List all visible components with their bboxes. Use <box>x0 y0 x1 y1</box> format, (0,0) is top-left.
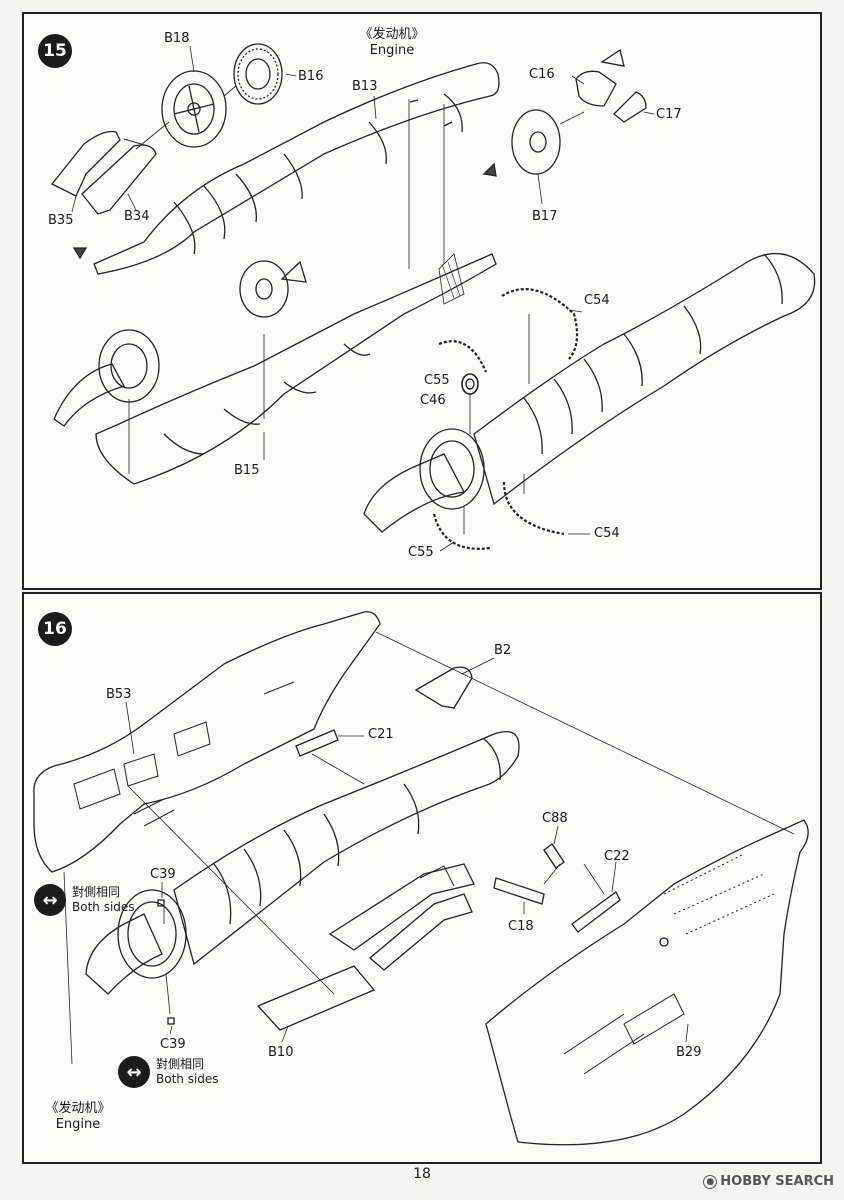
engine-mount <box>328 863 475 951</box>
part-c46 <box>461 373 479 395</box>
part-b53 <box>33 611 381 873</box>
label-c18: C18 <box>508 919 534 934</box>
label-b15: B15 <box>234 463 260 478</box>
part-c39-top <box>157 899 165 907</box>
double-arrow-icon: ↔ <box>34 884 66 916</box>
part-c17 <box>613 91 647 123</box>
both-sides-cn-bottom: 對側相同 <box>156 1057 205 1071</box>
label-b53: B53 <box>106 687 132 702</box>
label-c21: C21 <box>368 727 394 742</box>
part-c54-top <box>501 288 579 360</box>
engine-label-cn-16: 《发动机》 <box>45 1101 111 1116</box>
engine-nozzle-16 <box>85 913 163 995</box>
both-sides-note-top: ↔ 對側相同 Both sides <box>34 884 135 916</box>
label-b10: B10 <box>268 1045 294 1060</box>
page-number: 18 <box>413 1166 431 1182</box>
step-16-badge: 16 <box>38 612 72 646</box>
label-c46: C46 <box>420 393 446 408</box>
part-c88 <box>543 842 565 870</box>
part-c55-top <box>438 340 488 373</box>
both-sides-en-top: Both sides <box>72 900 135 914</box>
label-c88: C88 <box>542 811 568 826</box>
label-c39-top: C39 <box>150 867 176 882</box>
double-arrow-icon: ↔ <box>118 1056 150 1088</box>
watermark: ● HOBBY SEARCH <box>703 1174 834 1189</box>
step-15-illustration <box>50 43 816 552</box>
label-b34: B34 <box>124 209 150 224</box>
label-c16: C16 <box>529 67 555 82</box>
part-b29 <box>485 819 809 1146</box>
label-b18: B18 <box>164 31 190 46</box>
engine-title-cn: 《发动机》 <box>359 27 425 42</box>
label-b17: B17 <box>532 209 558 224</box>
part-c22 <box>571 891 621 933</box>
label-c54-bottom: C54 <box>594 526 620 541</box>
part-b2 <box>414 666 473 709</box>
label-c17: C17 <box>656 107 682 122</box>
both-sides-note-bottom: ↔ 對側相同 Both sides <box>118 1056 219 1088</box>
both-sides-cn-top: 對側相同 <box>72 885 121 899</box>
part-b13 <box>93 62 500 275</box>
part-c54-bottom <box>502 481 565 536</box>
part-b17 <box>511 109 561 175</box>
engine-body-16 <box>173 730 520 966</box>
label-c55-top: C55 <box>424 373 450 388</box>
part-b10 <box>256 965 376 1031</box>
watermark-text: HOBBY SEARCH <box>720 1174 834 1189</box>
label-b35: B35 <box>48 213 74 228</box>
step-16-panel: 16 <box>22 592 822 1164</box>
part-b15 <box>95 253 497 485</box>
part-c39-bottom <box>167 1017 175 1025</box>
both-sides-en-bottom: Both sides <box>156 1072 219 1086</box>
engine-label-en-16: Engine <box>55 1117 101 1132</box>
label-c22: C22 <box>604 849 630 864</box>
engine-title-en: Engine <box>369 43 415 58</box>
step-15-panel: 15 <box>22 12 822 590</box>
part-c21 <box>295 729 339 757</box>
step-16-illustration <box>33 611 809 1146</box>
label-b29: B29 <box>676 1045 702 1060</box>
assembled-nozzle <box>363 453 466 533</box>
part-c16 <box>575 70 617 107</box>
part-b34 <box>81 144 157 215</box>
label-c55-bottom: C55 <box>408 545 434 560</box>
registered-mark-icon: ● <box>703 1174 718 1189</box>
assembled-engine <box>473 252 816 506</box>
part-c55-bottom <box>432 513 491 550</box>
part-b35 <box>50 130 121 197</box>
label-b16: B16 <box>298 69 324 84</box>
label-b2: B2 <box>494 643 512 658</box>
label-c39-bottom: C39 <box>160 1037 186 1052</box>
label-b13: B13 <box>352 79 378 94</box>
label-c54-top: C54 <box>584 293 610 308</box>
step-15-badge: 15 <box>38 34 72 68</box>
part-b16 <box>233 43 283 105</box>
part-c18 <box>493 877 545 905</box>
